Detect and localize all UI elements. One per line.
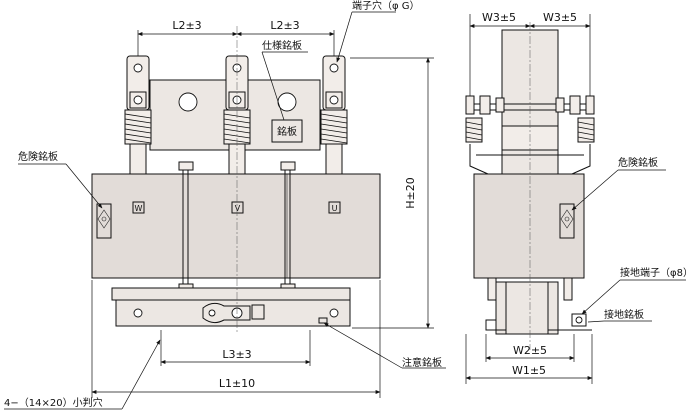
callout-ground-terminal: 接地端子（φ8） <box>620 266 690 279</box>
callout-ground-plate: 接地銘板 <box>604 308 644 321</box>
dim-l2-left: L2±3 <box>172 19 201 32</box>
danger-plate-front <box>96 203 112 239</box>
callout-terminal-hole: 端子穴（φ G） <box>352 0 420 12</box>
dim-w1: W1±5 <box>512 364 546 377</box>
phase-label-u: U <box>332 204 338 213</box>
dim-l2-right: L2±3 <box>270 19 299 32</box>
ground-lug <box>202 302 251 324</box>
dim-l1: L1±10 <box>219 377 255 390</box>
side-callouts: 危険銘板 接地端子（φ8） 接地銘板 <box>571 156 690 323</box>
phase-label-w: W <box>135 204 143 213</box>
dim-w2: W2±5 <box>513 344 547 357</box>
phase-label-v: V <box>235 204 241 213</box>
front-view: W V U <box>91 26 381 334</box>
callout-mounting-slot: 4−（14×20）小判穴 <box>4 396 103 409</box>
side-view <box>465 22 595 350</box>
back-plate-hole-right <box>277 92 297 112</box>
dim-l3: L3±3 <box>222 348 251 361</box>
danger-plate-side <box>559 203 575 239</box>
dim-w3-right: W3±5 <box>543 11 577 24</box>
side-base <box>505 281 549 335</box>
plate-box-label: 銘板 <box>277 125 297 138</box>
dim-h: H±20 <box>404 177 417 209</box>
terminal-w <box>124 55 152 175</box>
callout-danger-plate-side: 危険銘板 <box>618 156 658 169</box>
front-callouts: 端子穴（φ G） 仕様銘板 銘板 危険銘板 注意銘板 4−（14×20）小判穴 <box>4 0 446 410</box>
back-plate-hole-left <box>178 92 198 112</box>
callout-caution-plate: 注意銘板 <box>402 356 442 369</box>
dim-w3-left: W3±5 <box>482 11 516 24</box>
callout-danger-plate-front: 危険銘板 <box>18 150 58 163</box>
core-body <box>91 173 381 279</box>
ground-terminal <box>571 313 587 327</box>
side-body <box>473 173 585 279</box>
plate-box <box>271 119 303 143</box>
caution-plate <box>318 317 328 324</box>
terminal-u <box>320 55 348 175</box>
front-dimensions: L2±3 L2±3 L3±3 L1±10 H±20 <box>91 19 434 398</box>
callout-spec-plate: 仕様銘板 <box>262 39 302 52</box>
base-frame-top <box>111 287 351 301</box>
side-dimensions: W3±5 W3±5 W2±5 W1±5 <box>465 11 593 384</box>
